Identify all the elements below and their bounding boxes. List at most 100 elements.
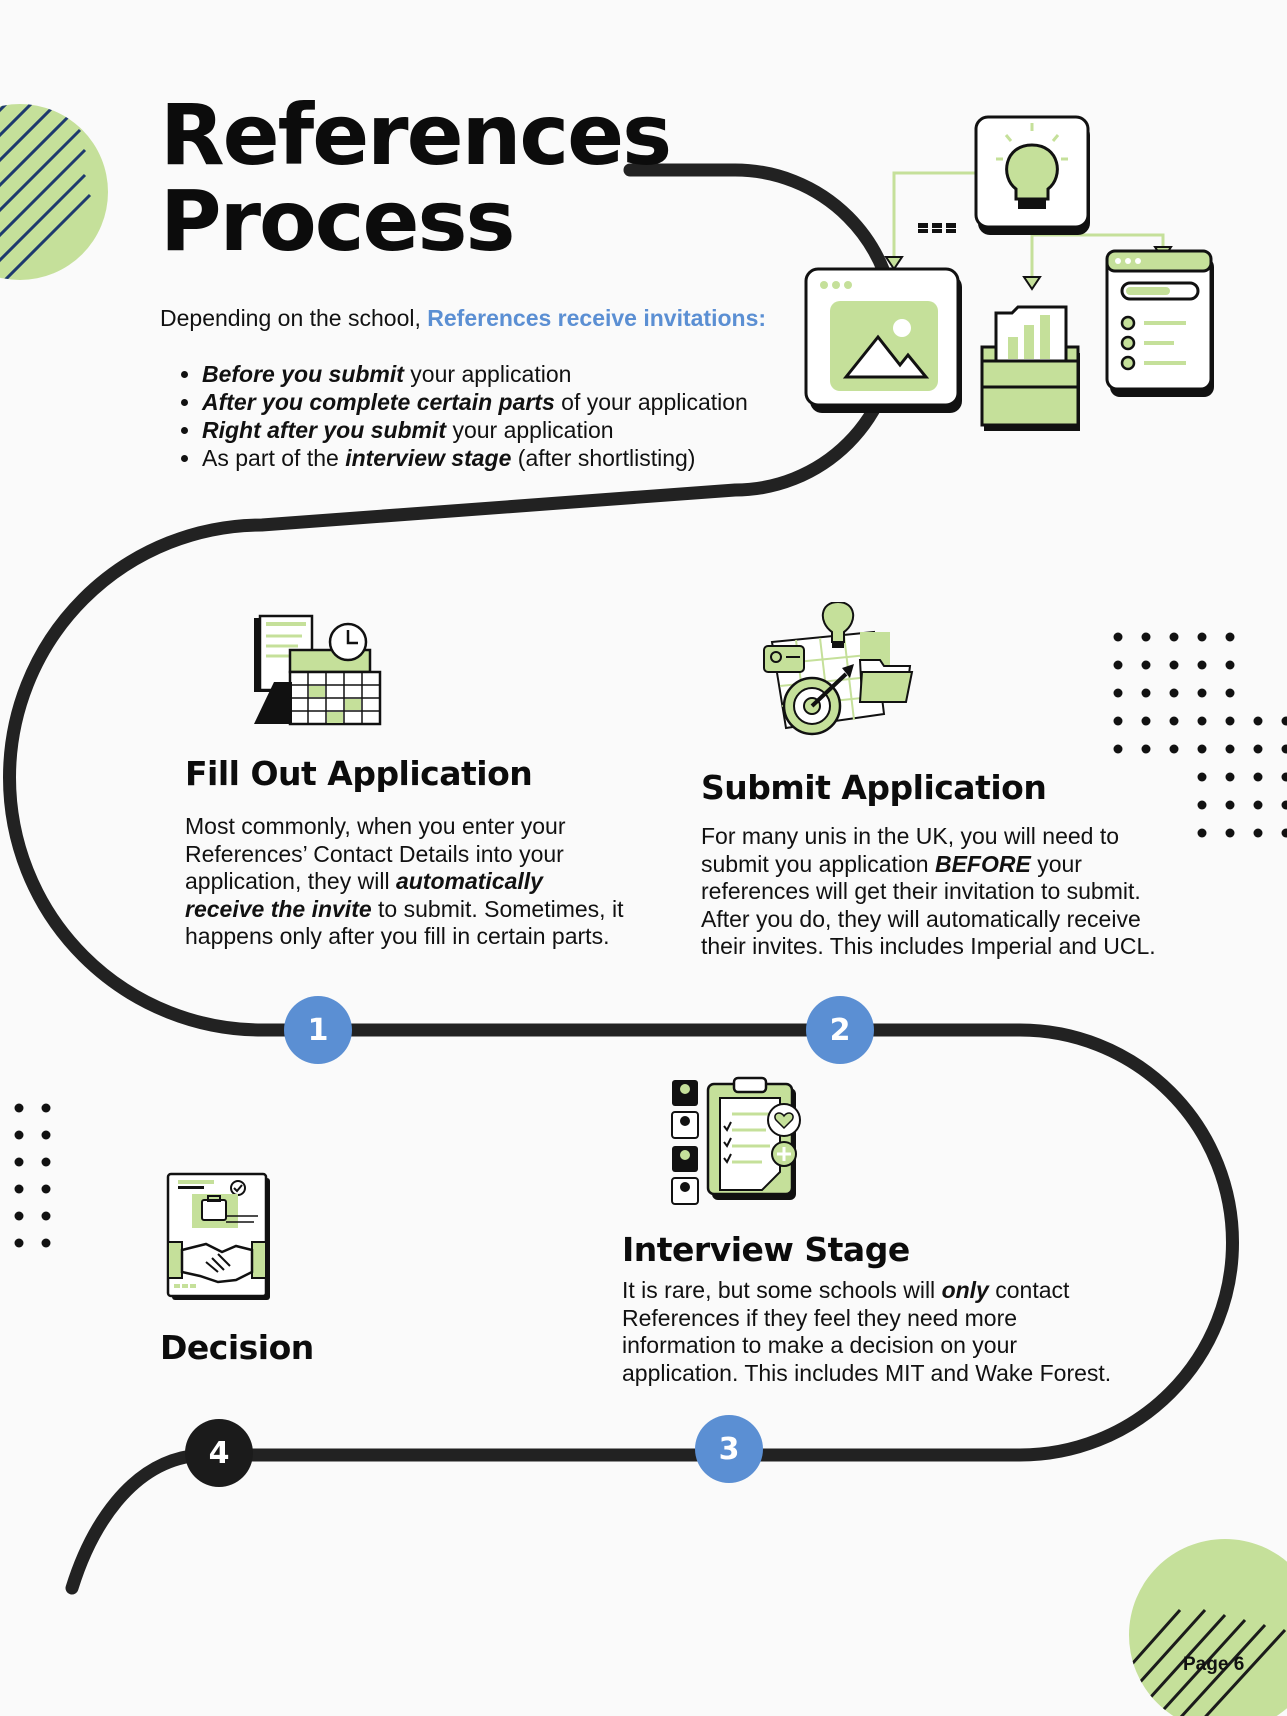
calendar-checklist-icon [254,614,382,726]
step-marker-4: 4 [185,1419,253,1487]
step-marker-3: 3 [695,1415,763,1483]
interview-clipboard-icon [671,1076,801,1205]
timing-emphasis: Before you submit [202,361,404,387]
decor-dot [1169,688,1179,698]
decor-dot [41,1157,51,1167]
decor-dot [1113,632,1123,642]
decor-dot [1197,716,1207,726]
decor-dot [41,1184,51,1194]
list-item: After you complete certain parts of your… [202,388,748,416]
decor-dot [1169,660,1179,670]
page-title: References Process [160,92,680,264]
list-item: Right after you submit your application [202,416,748,444]
decor-dot [1169,716,1179,726]
decor-dot [41,1211,51,1221]
title-line-2: Process [160,172,515,270]
timing-emphasis: After you complete certain parts [202,389,555,415]
decor-dot [1253,744,1263,754]
decor-dot [1169,744,1179,754]
intro-prefix: Depending on the school, [160,305,428,331]
decor-dot [1113,716,1123,726]
decor-dot [1253,800,1263,810]
decor-dot [1225,800,1235,810]
decor-dot [1225,716,1235,726]
timing-list: Before you submit your application After… [160,360,748,472]
decor-dot [1197,828,1207,838]
decor-dot [1225,772,1235,782]
decor-dot [1141,660,1151,670]
decor-dot [14,1130,24,1140]
timing-rest: of your application [554,389,748,415]
step-title-fill: Fill Out Application [185,754,533,793]
page-number: Page 6 [1183,1654,1245,1675]
step-text-part: Most commonly, when you enter your Refer… [185,813,566,894]
step-text-emphasis: BEFORE [934,850,1031,877]
content-cluster-icon [804,115,1214,431]
decor-dot [1141,632,1151,642]
target-strategy-icon [763,602,914,736]
step-title-decision: Decision [160,1328,314,1367]
decor-dot [14,1184,24,1194]
intro-text: Depending on the school, References rece… [160,305,766,332]
timing-rest: (after shortlisting) [511,445,696,471]
step-title-interview: Interview Stage [622,1230,910,1269]
decor-dot [1253,828,1263,838]
decor-dot [14,1103,24,1113]
step-text-part: contact References if they feel they nee… [622,1277,1112,1386]
decor-dot [1197,744,1207,754]
decor-dot [1253,716,1263,726]
decor-dot [1281,716,1287,726]
decor-dot [1169,632,1179,642]
decor-circle-top-left [0,104,108,280]
step-text-part: For many unis in the UK, you will need t… [701,823,1120,877]
decor-dot [1197,772,1207,782]
decor-dot [1141,688,1151,698]
decor-dot [1225,744,1235,754]
step-text-part: It is rare, but some schools will [622,1277,942,1303]
decor-dot [1197,800,1207,810]
decor-dot [1113,688,1123,698]
intro-highlight: References receive invitations: [427,305,767,331]
decor-dot [1141,744,1151,754]
decor-dot [1197,688,1207,698]
decor-dot [1113,744,1123,754]
decor-dot [1225,828,1235,838]
decor-dot [1225,660,1235,670]
decor-dot [1281,744,1287,754]
step-title-submit: Submit Application [701,768,1047,807]
decor-circle-bottom-right [1129,1539,1287,1716]
decor-dot [1281,800,1287,810]
timing-emphasis: interview stage [345,445,512,471]
decor-dot [14,1157,24,1167]
step-text-interview: It is rare, but some schools will only c… [622,1277,1122,1387]
step-text-emphasis: automatically receive the invite [185,868,543,922]
decor-dot [41,1238,51,1248]
decor-dot [1141,716,1151,726]
list-item: As part of the interview stage (after sh… [202,444,748,472]
decor-dot [14,1211,24,1221]
step-text-part: your references will get their invitatio… [701,850,1156,960]
step-text-part: to submit. Sometimes, it happens only af… [185,895,624,950]
list-item: Before you submit your application [202,360,748,388]
step-text-fill: Most commonly, when you enter your Refer… [185,813,625,951]
timing-pre: As part of the [202,445,346,471]
timing-rest: your application [403,361,572,387]
decor-dot [1281,828,1287,838]
step-marker-1: 1 [284,996,352,1064]
dot-grid-left [14,1103,51,1248]
step-text-emphasis: only [941,1277,989,1303]
decor-dot [1197,632,1207,642]
dot-grid-right [1113,632,1287,838]
decor-dot [1113,660,1123,670]
title-line-1: References [160,86,672,184]
decor-dot [1225,632,1235,642]
decor-dot [1253,772,1263,782]
step-text-submit: For many unis in the UK, you will need t… [701,823,1161,961]
decor-dot [41,1130,51,1140]
handshake-contract-icon [166,1172,270,1300]
decor-dot [41,1103,51,1113]
timing-rest: your application [446,417,614,443]
decor-dot [14,1238,24,1248]
decor-dot [1197,660,1207,670]
step-marker-2: 2 [806,996,874,1064]
